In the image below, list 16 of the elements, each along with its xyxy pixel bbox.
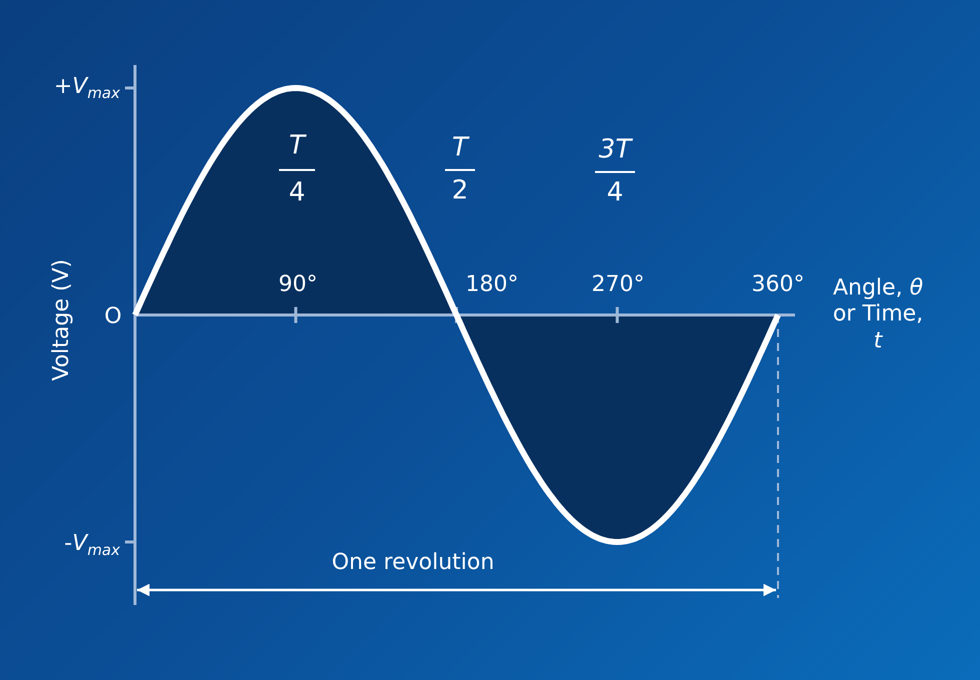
tick-label: 90° xyxy=(278,272,318,298)
fraction-label: T xyxy=(452,132,468,164)
tick-label: 360° xyxy=(752,272,804,298)
origin-label: O xyxy=(104,304,122,330)
dimension-label: One revolution xyxy=(332,550,494,576)
axis-label: -V$_{max}$ xyxy=(64,530,120,560)
fraction-label: 4 xyxy=(606,177,624,209)
fraction-label: 4 xyxy=(288,177,306,209)
tick-label: 270° xyxy=(592,272,644,298)
fraction-label: T xyxy=(289,130,305,162)
axis-title: Voltage (V) xyxy=(48,259,75,381)
axis-label: +V$_{max}$ xyxy=(54,74,120,102)
axis-title: Angle, θ or Time, t xyxy=(832,275,924,355)
fraction-label: 2 xyxy=(452,175,468,207)
tick-label: 180° xyxy=(466,272,518,298)
fraction-label: 3T xyxy=(598,134,632,166)
